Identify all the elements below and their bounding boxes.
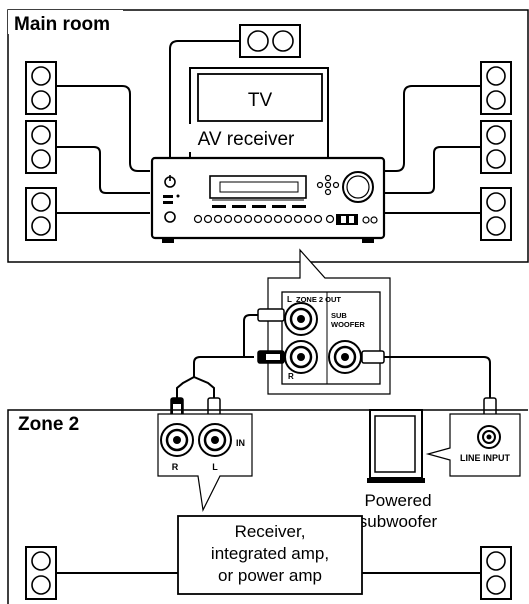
speaker-center-top [239,24,301,58]
av-receiver-label: AV receiver [198,129,295,150]
audio-cables [176,314,491,398]
sub-label-2: WOOFER [331,320,365,329]
zone-input-r-label: R [172,462,179,472]
speaker-center-right [480,120,512,174]
speaker-front-right [480,61,512,115]
zone2-out-l-label: L [287,295,292,304]
zone2-out-label: ZONE 2 OUT [296,295,341,304]
subwoofer-out-jack [327,339,363,375]
zone-inputs-callout: R L IN [157,413,253,512]
zone2-title: Zone 2 [18,414,79,435]
line-input-jack [477,425,501,449]
zone2-speaker-left [25,546,57,600]
main-room-title: Main room [14,14,110,35]
zone2-out-l-jack [283,301,319,337]
amp-label-2: integrated amp, [211,544,329,563]
amp-label-3: or power amp [218,566,322,585]
zone-input-r-jack [159,422,195,458]
main-room-speaker-wires [55,40,480,214]
subwoofer-label-1: Powered [364,491,431,510]
tv-unit: TV AV receiver [176,67,329,159]
sub-label-1: SUB [331,311,347,320]
receiver-rear-callout: L ZONE 2 OUT SUB WOOFER R [267,248,391,395]
zone-input-l-jack [197,422,233,458]
zone2-amplifier-unit: Receiver, integrated amp, or power amp [177,515,363,595]
zone-input-l-label: L [212,462,218,472]
speaker-surround-right [480,187,512,241]
speaker-surround-left [25,187,57,241]
zone2-panel: Zone 2 [7,409,528,604]
speaker-center-left [25,120,57,174]
zone-input-in-label: IN [236,438,245,448]
zone2-out-r-label: R [288,372,294,381]
zone2-speaker-right [480,546,512,600]
line-input-label: LINE INPUT [460,453,511,463]
amp-label-1: Receiver, [235,522,306,541]
zone2-out-r-jack [283,339,319,375]
sub-input-callout: LINE INPUT [425,413,521,477]
speaker-front-left [25,61,57,115]
tv-label: TV [248,90,273,111]
powered-subwoofer-unit: Powered subwoofer [359,409,438,531]
av-receiver-unit [150,156,386,243]
subwoofer-label-2: subwoofer [359,512,438,531]
